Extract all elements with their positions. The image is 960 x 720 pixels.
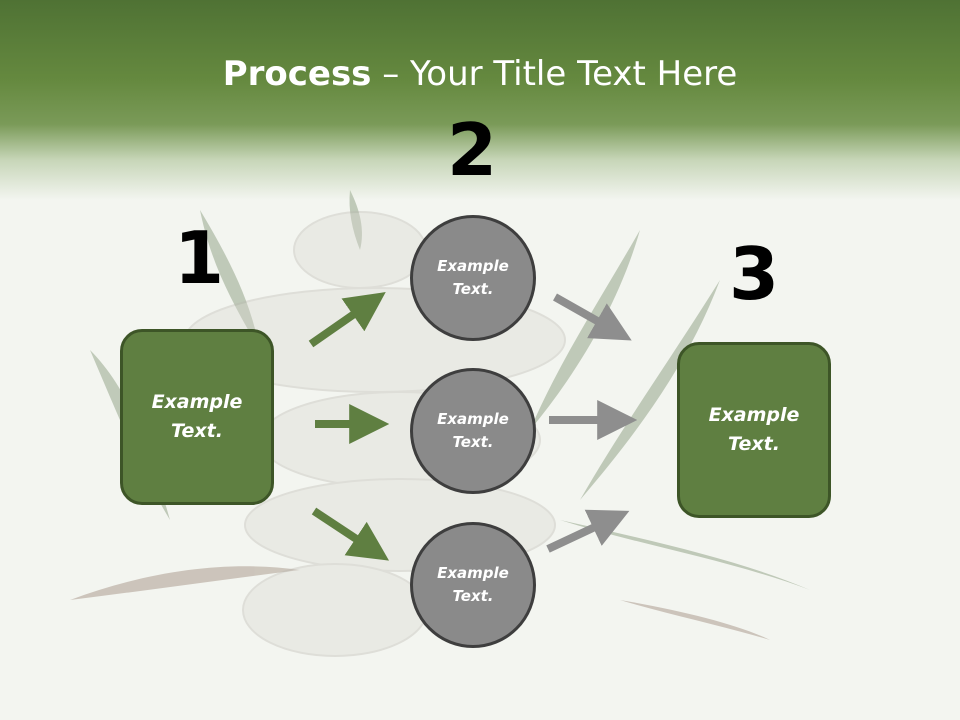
circle-top: Example Text.: [410, 215, 536, 341]
circle-top-label: Example Text.: [437, 257, 509, 298]
step-number-2: 2: [446, 108, 498, 192]
circle-middle-label: Example Text.: [437, 410, 509, 451]
header-band: [0, 0, 960, 200]
step-3-box: Example Text.: [677, 342, 831, 518]
step-1-box: Example Text.: [120, 329, 274, 505]
title-bold: Process: [222, 54, 372, 94]
circle-bottom-label: Example Text.: [437, 564, 509, 605]
step-number-3: 3: [728, 232, 780, 316]
step-3-label: Example Text.: [708, 404, 800, 455]
arrow-green-up: [308, 292, 386, 348]
step-1-label: Example Text.: [151, 391, 243, 442]
slide-title: Process – Your Title Text Here: [0, 52, 960, 96]
title-rest: – Your Title Text Here: [371, 54, 738, 94]
circle-bottom: Example Text.: [410, 522, 536, 648]
step-number-1: 1: [173, 216, 225, 300]
arrow-gray-up: [546, 509, 630, 553]
arrow-gray-down: [553, 293, 632, 341]
circle-middle: Example Text.: [410, 368, 536, 494]
arrow-green-down: [311, 507, 390, 561]
